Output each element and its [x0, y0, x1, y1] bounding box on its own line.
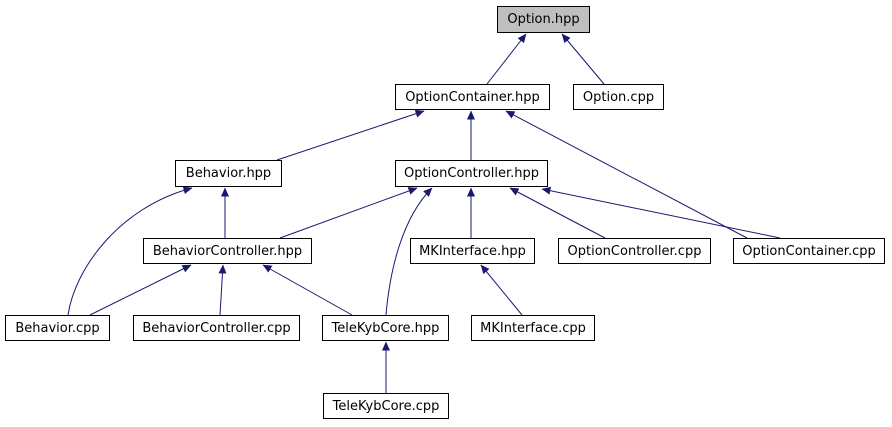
edge-behavior-hpp-to-optioncontainer-hpp — [276, 109, 425, 161]
edge-telekybcore-hpp-to-optioncontroller-hpp — [385, 187, 433, 316]
node-label: Option.cpp — [582, 89, 655, 105]
edge-behavior-cpp-to-behaviorcontroller-hpp — [89, 264, 192, 316]
node-behavior-hpp[interactable]: Behavior.hpp — [175, 160, 282, 187]
node-label: BehaviorController.hpp — [152, 243, 303, 259]
edge-mkinterface-cpp-to-mkinterface-hpp — [480, 264, 523, 316]
edge-optioncontainer-hpp-to-option-hpp — [486, 33, 527, 85]
node-label: MKInterface.cpp — [480, 320, 586, 336]
node-telekybcore-cpp[interactable]: TeleKybCore.cpp — [323, 393, 449, 419]
edge-optioncontroller-cpp-to-optioncontroller-hpp — [509, 187, 606, 239]
node-label: Behavior.cpp — [15, 320, 100, 336]
node-behaviorcontroller-cpp[interactable]: BehaviorController.cpp — [133, 315, 300, 341]
node-option-hpp[interactable]: Option.hpp — [497, 6, 590, 33]
edge-optioncontainer-cpp-to-optioncontroller-hpp — [541, 186, 781, 239]
node-label: OptionController.hpp — [403, 166, 539, 181]
node-option-cpp[interactable]: Option.cpp — [573, 84, 664, 110]
edge-behavior-cpp-to-behavior-hpp — [67, 186, 193, 316]
edge-optioncontainer-cpp-to-optioncontainer-hpp — [505, 110, 748, 239]
node-behavior-cpp[interactable]: Behavior.cpp — [5, 315, 110, 341]
node-label: OptionController.cpp — [567, 243, 702, 259]
edge-telekybcore-hpp-to-behaviorcontroller-hpp — [262, 264, 353, 316]
node-label: BehaviorController.cpp — [142, 320, 291, 336]
edge-behaviorcontroller-cpp-to-behaviorcontroller-hpp — [218, 264, 227, 316]
node-mkinterface-hpp[interactable]: MKInterface.hpp — [410, 238, 535, 264]
edge-option-cpp-to-option-hpp — [561, 33, 605, 85]
node-mkinterface-cpp[interactable]: MKInterface.cpp — [471, 315, 595, 341]
node-label: TeleKybCore.hpp — [331, 320, 440, 336]
node-optioncontainer-cpp[interactable]: OptionContainer.cpp — [733, 238, 885, 264]
node-label: Behavior.hpp — [185, 166, 272, 181]
node-label: Option.hpp — [507, 12, 580, 27]
node-optioncontroller-hpp[interactable]: OptionController.hpp — [395, 160, 548, 187]
node-label: MKInterface.hpp — [419, 243, 526, 259]
node-label: TeleKybCore.cpp — [332, 398, 440, 414]
node-optioncontroller-cpp[interactable]: OptionController.cpp — [558, 238, 711, 264]
node-label: OptionContainer.cpp — [742, 243, 876, 259]
node-telekybcore-hpp[interactable]: TeleKybCore.hpp — [322, 315, 449, 341]
node-behaviorcontroller-hpp[interactable]: BehaviorController.hpp — [143, 238, 312, 264]
edge-behaviorcontroller-hpp-to-optioncontroller-hpp — [279, 187, 418, 239]
node-optioncontainer-hpp[interactable]: OptionContainer.hpp — [395, 84, 550, 110]
node-label: OptionContainer.hpp — [405, 89, 540, 105]
